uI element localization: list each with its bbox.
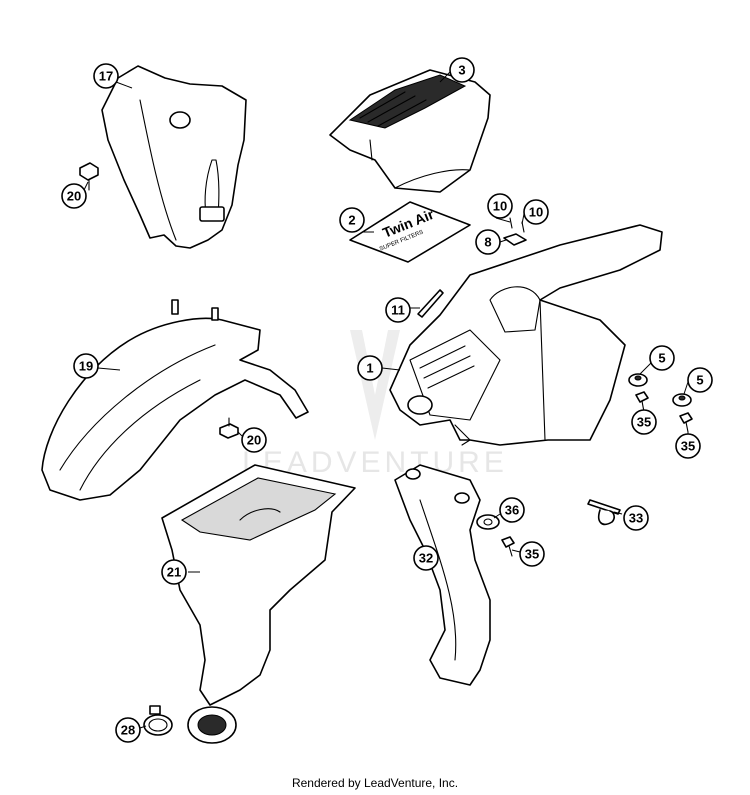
part-hose-clamp (143, 705, 173, 736)
svg-text:35: 35 (681, 439, 695, 454)
callout-33: 33 (623, 505, 649, 531)
part-strap (417, 289, 444, 318)
svg-text:20: 20 (67, 189, 81, 204)
callout-35b: 35 (675, 433, 701, 459)
callout-2: 2 (339, 207, 365, 233)
svg-text:2: 2 (348, 213, 355, 228)
callout-28: 28 (115, 717, 141, 743)
callout-3: 3 (449, 57, 475, 83)
part-cable-tie (587, 499, 621, 526)
part-washer-bolt (476, 514, 515, 557)
footer-credit: Rendered by LeadVenture, Inc. (291, 776, 459, 790)
svg-text:5: 5 (696, 373, 703, 388)
callout-20a: 20 (61, 183, 87, 209)
svg-text:28: 28 (121, 723, 135, 738)
svg-text:21: 21 (167, 565, 181, 580)
svg-text:11: 11 (391, 303, 405, 318)
callout-10a: 10 (487, 193, 513, 219)
svg-text:36: 36 (505, 503, 519, 518)
part-decal: Twin Air SUPER FILTERS (349, 201, 471, 263)
svg-text:1: 1 (366, 361, 373, 376)
part-intake-boot (161, 464, 356, 744)
callout-8: 8 (475, 229, 501, 255)
watermark-logo-icon (350, 330, 400, 440)
callout-35c: 35 (519, 541, 545, 567)
svg-text:20: 20 (247, 433, 261, 448)
callout-11: 11 (385, 297, 411, 323)
callout-5b: 5 (687, 367, 713, 393)
part-airbox-cover (329, 69, 491, 193)
part-rear-fender (389, 224, 663, 446)
callout-36: 36 (499, 497, 525, 523)
svg-text:35: 35 (525, 547, 539, 562)
callout-5a: 5 (649, 345, 675, 371)
callout-32: 32 (413, 545, 439, 571)
part-bolt-20a (79, 162, 99, 191)
svg-text:32: 32 (419, 551, 433, 566)
watermark: LEADVENTURE (242, 330, 504, 479)
callout-10b: 10 (523, 199, 549, 225)
svg-text:8: 8 (484, 235, 491, 250)
callout-19: 19 (73, 353, 99, 379)
svg-text:3: 3 (458, 63, 465, 78)
part-number-plate (101, 65, 247, 249)
svg-text:35: 35 (637, 415, 651, 430)
callout-35a: 35 (631, 409, 657, 435)
part-front-fender (41, 299, 309, 501)
part-bolt-20b (219, 417, 239, 439)
svg-text:10: 10 (529, 205, 543, 220)
svg-text:19: 19 (79, 359, 93, 374)
callout-1: 1 (357, 355, 383, 381)
svg-text:5: 5 (658, 351, 665, 366)
part-side-panel (394, 464, 491, 686)
svg-text:10: 10 (493, 199, 507, 214)
svg-text:33: 33 (629, 511, 643, 526)
callout-20b: 20 (241, 427, 267, 453)
part-grommets-bolts (628, 373, 693, 433)
svg-text:17: 17 (99, 69, 113, 84)
callout-17: 17 (93, 63, 119, 89)
callout-21: 21 (161, 559, 187, 585)
